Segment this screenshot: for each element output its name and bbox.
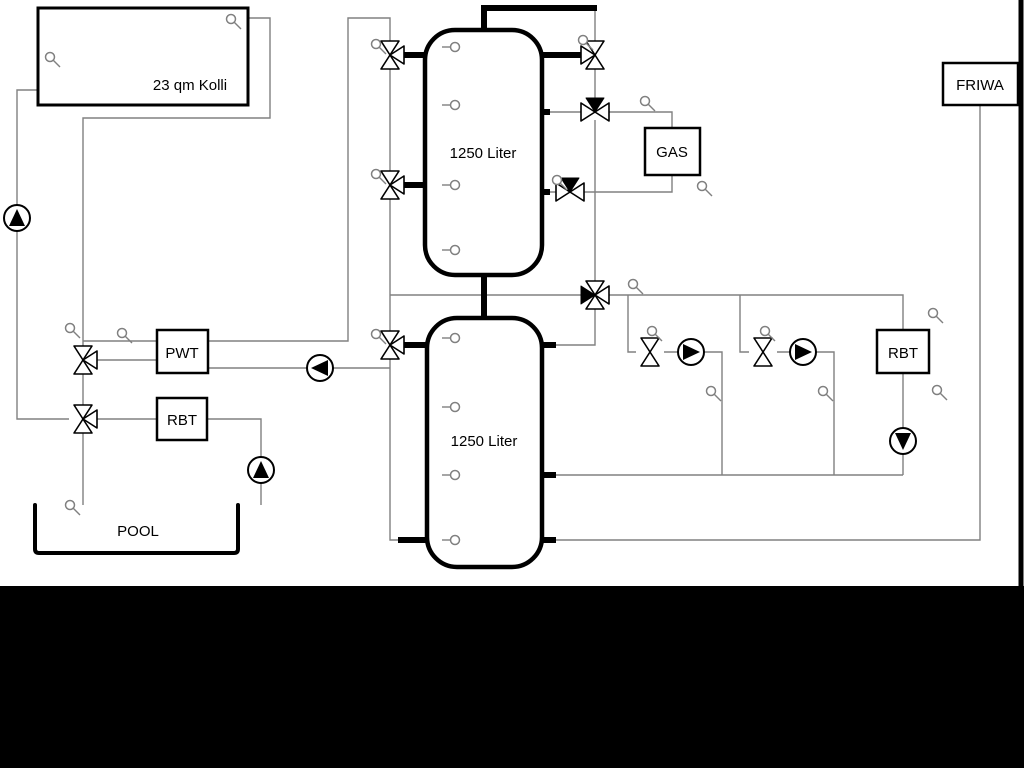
tank-bottom-valve [380, 330, 405, 360]
sensor [927, 307, 944, 324]
pool-label: POOL [117, 523, 159, 540]
tank-top-valve-upper [380, 40, 405, 70]
sensor [931, 384, 948, 401]
pipes-thick [398, 5, 597, 543]
sensor [817, 385, 834, 402]
pipes-thin-left [16, 17, 581, 541]
buffer-tank-bottom [424, 315, 545, 570]
mixing-valve-right [580, 280, 610, 310]
pwt-box [155, 328, 210, 375]
tank-bottom-label: 1250 Liter [451, 433, 518, 450]
heating-pump-1 [677, 338, 705, 366]
valve-pool-rbt [73, 404, 98, 434]
heating-pump-2 [789, 338, 817, 366]
pipes-thin-right [550, 8, 981, 541]
tank-top-label: 1250 Liter [450, 145, 517, 162]
sensor [627, 278, 644, 295]
gas-boiler-box [643, 126, 702, 177]
friwa-box [941, 61, 1020, 107]
rbt-pump [889, 427, 917, 455]
collector-box [36, 6, 250, 107]
check-valve-gas-flow [580, 97, 610, 122]
pwt-pump [306, 354, 334, 382]
sensor [64, 322, 81, 339]
pool-pump [247, 456, 275, 484]
buffer-tank-top [422, 27, 545, 278]
footer-black-bar [0, 586, 1024, 768]
tank-top-right-valve [580, 40, 605, 70]
rbt-left-label: RBT [167, 412, 197, 429]
rbt-right-label: RBT [888, 345, 918, 362]
friwa-label: FRIWA [956, 77, 1004, 94]
gas-label: GAS [656, 144, 688, 161]
collector-label: 23 qm Kolli [153, 77, 227, 94]
pool-outline [33, 503, 240, 555]
rbt-left-box [155, 396, 209, 442]
tank-top-valve-lower [380, 170, 405, 200]
rbt-right-box [875, 328, 931, 375]
sensor [639, 95, 656, 112]
heating-valve-2 [753, 337, 773, 367]
sensor [705, 385, 722, 402]
solar-pump [3, 204, 31, 232]
heating-valve-1 [640, 337, 660, 367]
pwt-label: PWT [165, 345, 198, 362]
sensor [64, 499, 81, 516]
valve-collector-pwt [73, 345, 98, 375]
sensor [696, 180, 713, 197]
